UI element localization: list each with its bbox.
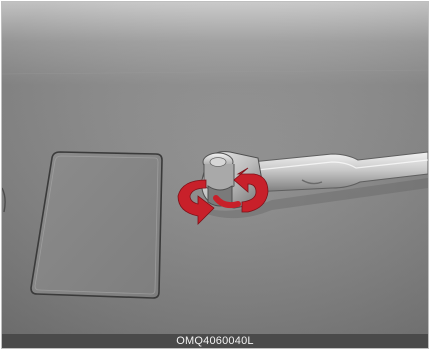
- floor-cover-panel: [31, 152, 162, 298]
- caption-bar: OMQ4060040L: [2, 334, 428, 348]
- illustration: [2, 2, 428, 334]
- image-code-label: OMQ4060040L: [176, 334, 253, 348]
